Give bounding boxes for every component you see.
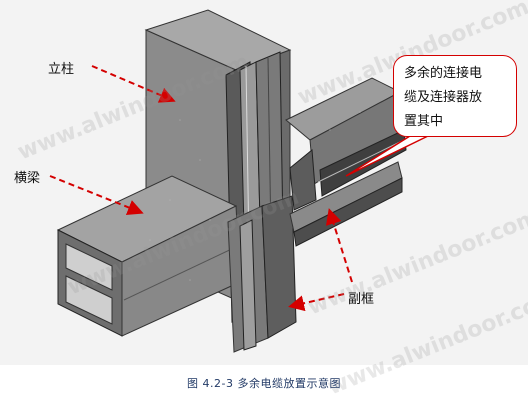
- left-transom-profile: [56, 175, 241, 337]
- callout-line: 缆及连接器放: [404, 90, 483, 105]
- column-arrow: [91, 65, 176, 103]
- column-label: 立柱: [48, 62, 75, 77]
- subframe-arrow: [288, 293, 345, 312]
- lower-column-subframe: [227, 161, 403, 353]
- callout-box: 多余的连接电 缆及连接器放 置其中: [393, 55, 517, 137]
- transom-arrow: [49, 175, 144, 215]
- right-transom-profile: [285, 77, 407, 211]
- figure-caption: 图 4.2-3 多余电缆放置示意图: [187, 377, 341, 390]
- annotation-arrows: [49, 65, 353, 312]
- surface-dots: [149, 111, 361, 281]
- callout-line: 多余的连接电: [404, 66, 483, 81]
- callout-line: 置其中: [404, 114, 444, 129]
- transom-label: 横梁: [14, 171, 41, 186]
- subframe-arrow-upper: [325, 208, 353, 283]
- subframe-label: 副框: [348, 292, 375, 307]
